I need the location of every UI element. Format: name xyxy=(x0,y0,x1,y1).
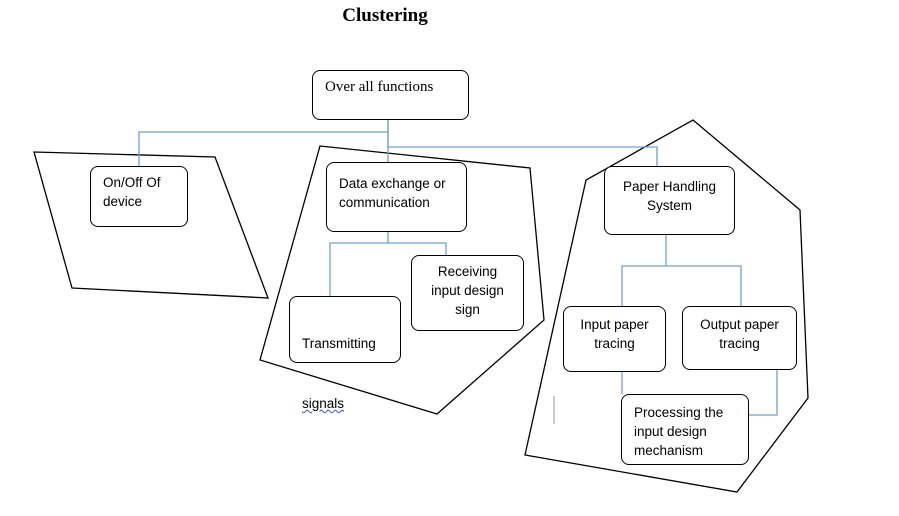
cluster-onoff-outline xyxy=(33,151,269,299)
cluster-paper-outline xyxy=(524,119,809,493)
connector-root-branch xyxy=(387,120,658,166)
node-transmitting-signals: Transmitting signals xyxy=(289,296,401,411)
connector-communication-children xyxy=(329,232,447,296)
signals-label: signals xyxy=(302,396,345,411)
node-data-exchange: Data exchange or communication xyxy=(326,162,467,232)
transmitting-label: Transmitting xyxy=(302,336,376,351)
node-output-tracing: Output paper tracing xyxy=(682,306,797,370)
node-receiving-input: Receiving input design sign xyxy=(411,255,524,331)
connector-paper-children xyxy=(621,234,742,306)
diagram-title: Clustering xyxy=(342,5,428,26)
node-processing-mechanism: Processing the input design mechanism xyxy=(621,394,749,465)
node-overall-functions: Over all functions xyxy=(312,70,469,120)
node-input-tracing: Input paper tracing xyxy=(563,306,666,372)
cluster-communication-outline xyxy=(259,145,545,415)
node-onoff-device: On/Off Of device xyxy=(90,166,188,227)
connector-root-onoff xyxy=(138,120,389,166)
node-paper-handling: Paper Handling System xyxy=(604,166,735,235)
connector-output-processing xyxy=(748,370,778,416)
